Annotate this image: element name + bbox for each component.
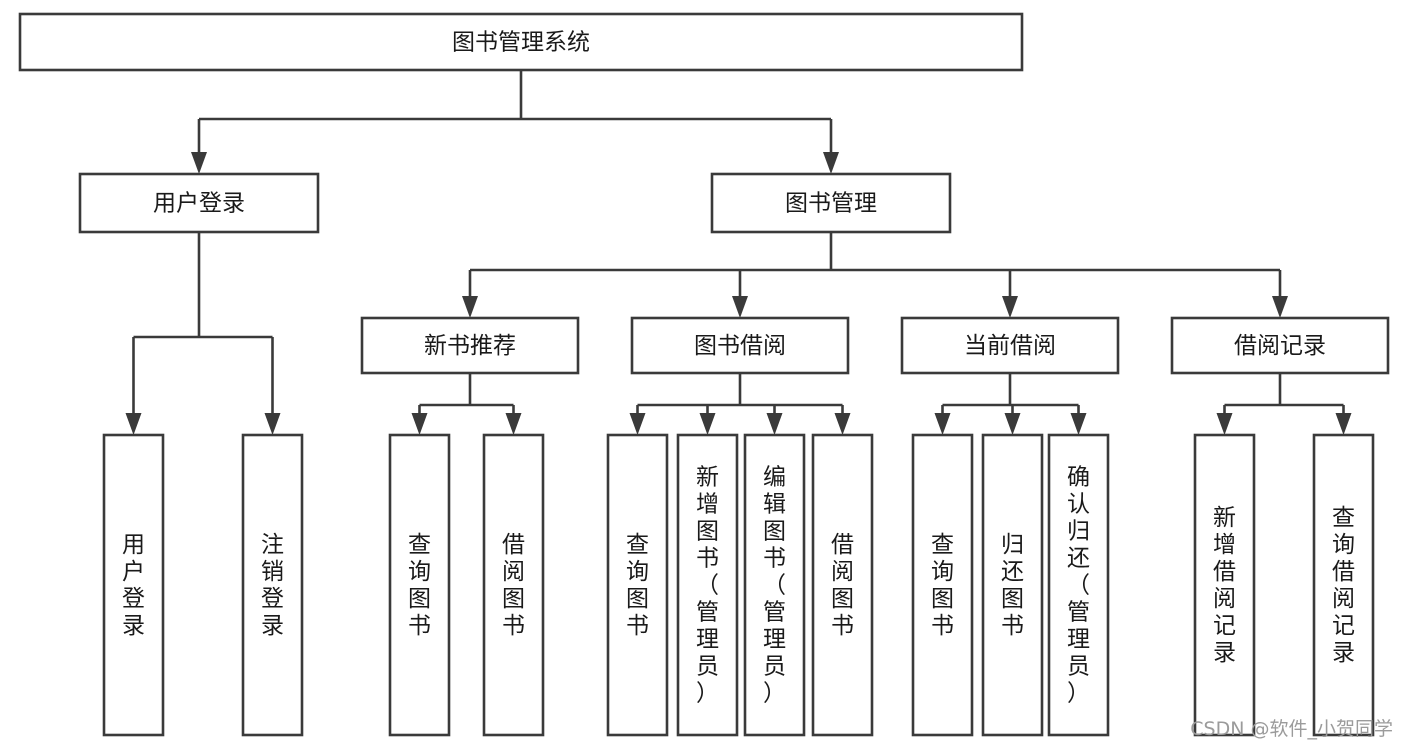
node-box-add-borrow-record — [1193, 433, 1256, 737]
node-confirm-return-admin[interactable]: 确认归还（管理员） — [1047, 433, 1110, 737]
node-label-query-borrow-record: 查询借阅记录 — [1332, 505, 1355, 666]
user-login-to-leaves-branch-1-arrowhead — [264, 413, 281, 435]
node-box-new-book-recommend — [360, 316, 580, 375]
node-book-manage[interactable]: 图书管理 — [710, 172, 952, 234]
node-borrow-record[interactable]: 借阅记录 — [1170, 316, 1390, 375]
category-borrow-record-to-leaves-branch-0-arrowhead — [1216, 413, 1233, 435]
node-box-query-borrow-record — [1312, 433, 1375, 737]
node-label-return-book: 归还图书 — [1001, 532, 1024, 639]
node-new-book-recommend[interactable]: 新书推荐 — [360, 316, 580, 375]
node-label-query-book-2: 查询图书 — [626, 532, 649, 639]
node-label-book-borrow: 图书借阅 — [694, 333, 786, 359]
node-box-book-borrow — [630, 316, 850, 375]
node-current-borrow[interactable]: 当前借阅 — [900, 316, 1120, 375]
node-box-borrow-book-2 — [811, 433, 874, 737]
node-query-book-3[interactable]: 查询图书 — [911, 433, 974, 737]
node-edit-book-admin[interactable]: 编辑图书（管理员） — [743, 433, 806, 737]
node-label-user-logout: 注销登录 — [261, 532, 284, 639]
nodes-layer: 图书管理系统用户登录图书管理用户登录注销登录新书推荐图书借阅当前借阅借阅记录查询… — [18, 12, 1390, 737]
node-box-user-logout — [241, 433, 304, 737]
node-box-query-book-2 — [606, 433, 669, 737]
node-label-borrow-book-2: 借阅图书 — [831, 532, 854, 639]
node-label-confirm-return-admin: 确认归还（管理员） — [1067, 465, 1090, 707]
node-label-borrow-book-1: 借阅图书 — [502, 532, 525, 639]
node-box-add-book-admin — [676, 433, 739, 737]
root-to-level2-branch-1-arrowhead — [823, 152, 839, 174]
node-box-user-login-do — [102, 433, 165, 737]
node-box-query-book-3 — [911, 433, 974, 737]
root-to-level2-branch-0-arrowhead — [191, 152, 207, 174]
node-add-borrow-record[interactable]: 新增借阅记录 — [1193, 433, 1256, 737]
category-current-borrow-to-leaves-branch-2-arrowhead — [1070, 413, 1087, 435]
book-manage-to-categories-branch-2-arrowhead — [1002, 296, 1018, 318]
node-root[interactable]: 图书管理系统 — [18, 12, 1024, 72]
category-book-borrow-to-leaves-branch-1-arrowhead — [699, 413, 716, 435]
node-box-user-login — [78, 172, 320, 234]
node-box-book-manage — [710, 172, 952, 234]
book-manage-to-categories-branch-1-arrowhead — [732, 296, 748, 318]
node-user-login-do[interactable]: 用户登录 — [102, 433, 165, 737]
category-new-book-recommend-to-leaves-branch-0-arrowhead — [411, 413, 428, 435]
node-add-book-admin[interactable]: 新增图书（管理员） — [676, 433, 739, 737]
node-label-book-manage: 图书管理 — [785, 191, 877, 217]
node-label-add-book-admin: 新增图书（管理员） — [696, 465, 719, 707]
node-box-edit-book-admin — [743, 433, 806, 737]
node-box-borrow-book-1 — [482, 433, 545, 737]
node-label-user-login: 用户登录 — [153, 191, 245, 217]
category-current-borrow-to-leaves-branch-0-arrowhead — [934, 413, 951, 435]
node-return-book[interactable]: 归还图书 — [981, 433, 1044, 737]
node-borrow-book-2[interactable]: 借阅图书 — [811, 433, 874, 737]
node-label-user-login-do: 用户登录 — [122, 532, 145, 639]
node-label-borrow-record: 借阅记录 — [1234, 333, 1326, 359]
node-query-book-2[interactable]: 查询图书 — [606, 433, 669, 737]
book-manage-to-categories-branch-0-arrowhead — [462, 296, 478, 318]
node-label-new-book-recommend: 新书推荐 — [424, 333, 516, 359]
node-user-login[interactable]: 用户登录 — [78, 172, 320, 234]
node-user-logout[interactable]: 注销登录 — [241, 433, 304, 737]
node-label-query-book-3: 查询图书 — [931, 532, 954, 639]
node-box-current-borrow — [900, 316, 1120, 375]
user-login-to-leaves-branch-0-arrowhead — [125, 413, 142, 435]
node-borrow-book-1[interactable]: 借阅图书 — [482, 433, 545, 737]
node-label-root: 图书管理系统 — [452, 30, 590, 56]
node-book-borrow[interactable]: 图书借阅 — [630, 316, 850, 375]
category-book-borrow-to-leaves-branch-2-arrowhead — [766, 413, 783, 435]
book-manage-to-categories-branch-3-arrowhead — [1272, 296, 1288, 318]
category-book-borrow-to-leaves-branch-3-arrowhead — [834, 413, 851, 435]
node-query-book-1[interactable]: 查询图书 — [388, 433, 451, 737]
node-label-edit-book-admin: 编辑图书（管理员） — [763, 465, 786, 707]
node-box-borrow-record — [1170, 316, 1390, 375]
category-book-borrow-to-leaves-branch-0-arrowhead — [629, 413, 646, 435]
node-box-root — [18, 12, 1024, 72]
category-current-borrow-to-leaves-branch-1-arrowhead — [1004, 413, 1021, 435]
node-label-add-borrow-record: 新增借阅记录 — [1213, 505, 1236, 666]
node-box-confirm-return-admin — [1047, 433, 1110, 737]
node-label-current-borrow: 当前借阅 — [964, 333, 1056, 359]
node-box-query-book-1 — [388, 433, 451, 737]
category-borrow-record-to-leaves-branch-1-arrowhead — [1335, 413, 1352, 435]
connectors-layer — [125, 70, 1352, 435]
category-new-book-recommend-to-leaves-branch-1-arrowhead — [505, 413, 522, 435]
node-query-borrow-record[interactable]: 查询借阅记录 — [1312, 433, 1375, 737]
node-box-return-book — [981, 433, 1044, 737]
node-label-query-book-1: 查询图书 — [408, 532, 431, 639]
